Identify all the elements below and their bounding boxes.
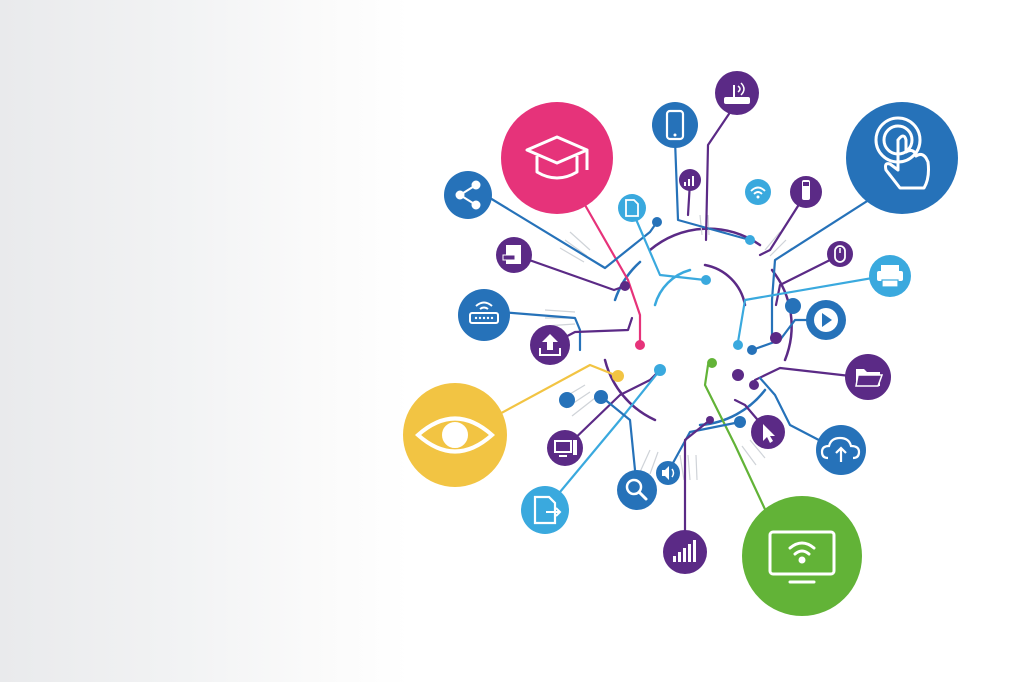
wifi-tv-icon	[742, 496, 862, 616]
upload-icon	[530, 325, 570, 365]
touch-hand-icon	[846, 102, 958, 214]
small-signal-icon	[679, 169, 701, 191]
folder-icon	[845, 354, 891, 400]
document-icon	[618, 194, 646, 222]
search-icon	[617, 470, 657, 510]
node-dots	[559, 217, 801, 428]
signal-bars-icon	[663, 530, 707, 574]
play-icon	[806, 300, 846, 340]
printer-icon	[869, 255, 911, 297]
router-icon	[458, 289, 510, 341]
cloud-upload-icon	[816, 425, 866, 475]
computer-icon	[547, 430, 583, 466]
pdf-file-icon	[496, 237, 532, 273]
share-icon	[444, 171, 492, 219]
central-ring	[603, 227, 793, 427]
graduation-cap-icon	[501, 102, 613, 214]
wifi-icon	[745, 179, 771, 205]
volume-icon	[656, 461, 680, 485]
connection-lines	[468, 103, 902, 550]
mouse-icon	[827, 241, 853, 267]
eye-icon	[403, 383, 507, 487]
cursor-icon	[751, 415, 785, 449]
usb-drive-icon	[790, 176, 822, 208]
wireless-router-icon	[715, 71, 759, 115]
smartphone-icon	[652, 102, 698, 148]
file-export-icon	[521, 486, 569, 534]
